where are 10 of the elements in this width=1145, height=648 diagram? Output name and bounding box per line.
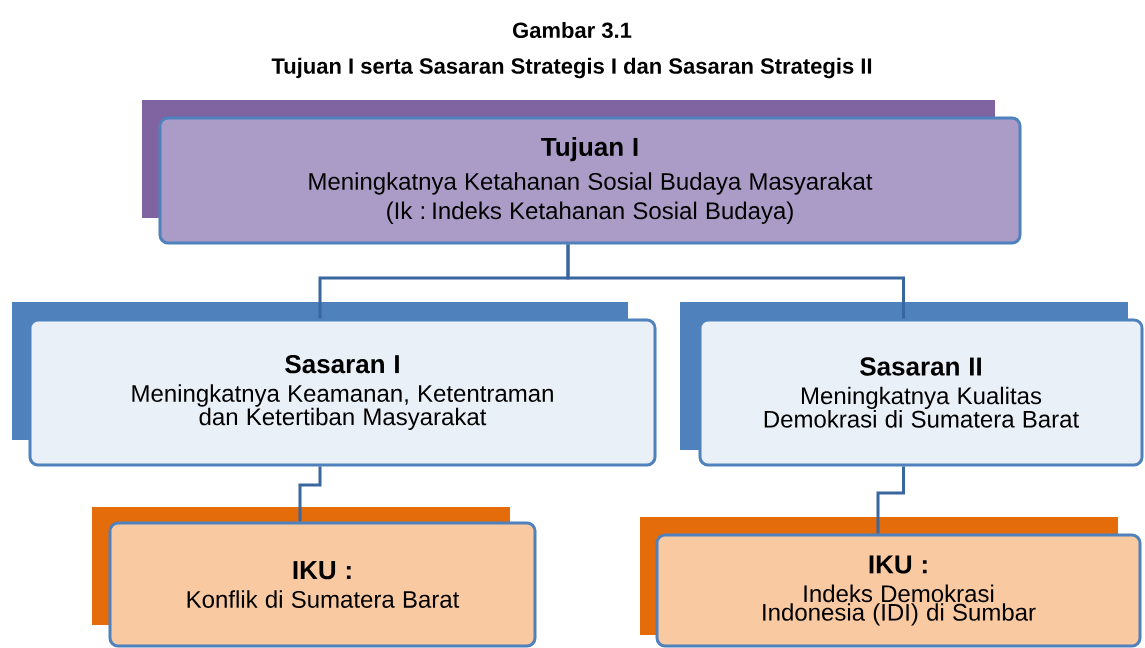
box: Sasaran I Meningkatnya Keamanan, Ketentraman dan Ketertiban Masyarakat (12, 302, 657, 467)
connector (876, 466, 905, 534)
connector (298, 466, 322, 522)
box: Sasaran II Meningkatnya Kualitas Demokrasi di Sumatera Barat (680, 302, 1144, 467)
box: Tujuan I Meningkatnya Ketahanan Sosial Budaya Masyarakat (Ik : Indeks Ketahanan Sosial Budaya) (142, 100, 1022, 245)
connector (566, 244, 905, 319)
box: IKU : Indeks Demokrasi Indonesia (IDI) di Sumbar (640, 517, 1142, 648)
box: IKU : Konflik di Sumatera Barat (92, 507, 537, 648)
heading: Tujuan I serta Sasaran Strategis I dan Sasaran Strategis II (271, 57, 872, 79)
title: Gambar 3.1 (513, 21, 632, 39)
